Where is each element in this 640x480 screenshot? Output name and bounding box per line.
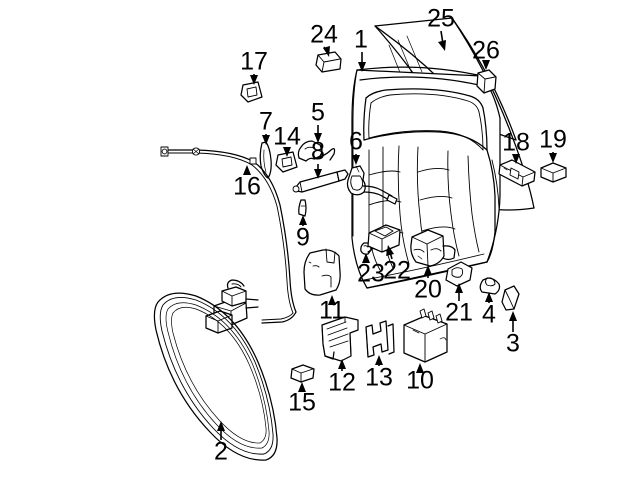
callout-hinge-bracket[interactable]: 5 bbox=[311, 98, 325, 127]
callout-small-cap[interactable]: 15 bbox=[288, 388, 316, 417]
part-weatherstrip-seal bbox=[153, 292, 278, 461]
part-wiring-harness bbox=[160, 146, 297, 324]
leader-lines bbox=[217, 30, 557, 440]
part-striker-bracket bbox=[303, 248, 341, 296]
callout-h-clip[interactable]: 13 bbox=[365, 363, 393, 392]
part-license-lamp bbox=[367, 224, 401, 253]
part-grommet bbox=[275, 151, 298, 173]
callout-license-lamp[interactable]: 22 bbox=[383, 256, 411, 285]
part-angled-clip bbox=[445, 261, 473, 287]
callout-gas-support-strut[interactable]: 8 bbox=[311, 137, 325, 166]
callout-push-pin[interactable]: 23 bbox=[357, 259, 385, 288]
part-finned-bracket bbox=[321, 316, 359, 362]
part-connector-block bbox=[205, 279, 259, 334]
callout-spacer-block[interactable]: 19 bbox=[539, 125, 567, 154]
callout-lock-housing[interactable]: 20 bbox=[414, 275, 442, 304]
part-round-bumper-stop bbox=[479, 277, 501, 295]
callout-striker-bracket[interactable]: 11 bbox=[319, 296, 345, 325]
part-h-clip bbox=[365, 320, 395, 358]
part-gas-support-strut bbox=[292, 169, 349, 193]
part-control-module bbox=[403, 308, 448, 363]
callout-glass-spacer[interactable]: 26 bbox=[472, 36, 500, 65]
callout-wedge-clip[interactable]: 3 bbox=[506, 329, 520, 358]
part-glass-spacer bbox=[476, 69, 497, 94]
part-wedge-clip bbox=[501, 285, 520, 311]
part-top-cap bbox=[315, 51, 342, 73]
callout-wiring-harness[interactable]: 16 bbox=[233, 172, 261, 201]
callout-pointed-clip[interactable]: 7 bbox=[259, 107, 273, 136]
callout-latch-assembly[interactable]: 6 bbox=[349, 127, 363, 156]
callout-top-cap[interactable]: 24 bbox=[310, 20, 338, 49]
callout-ball-stud[interactable]: 9 bbox=[296, 223, 310, 252]
part-ball-stud bbox=[298, 199, 307, 217]
part-spacer-block bbox=[540, 162, 567, 183]
part-small-cap bbox=[290, 364, 315, 383]
callout-long-bracket[interactable]: 18 bbox=[502, 128, 530, 157]
callout-weatherstrip-seal[interactable]: 2 bbox=[214, 437, 228, 466]
part-lock-housing bbox=[410, 229, 456, 267]
callout-grommet-upper[interactable]: 17 bbox=[240, 47, 268, 76]
callout-angled-clip[interactable]: 21 bbox=[445, 298, 473, 327]
callout-liftgate-glass[interactable]: 25 bbox=[427, 4, 455, 33]
callout-grommet[interactable]: 14 bbox=[273, 122, 301, 151]
callout-liftgate-panel[interactable]: 1 bbox=[354, 25, 368, 54]
part-hinge-bracket bbox=[297, 140, 336, 162]
part-long-bracket bbox=[498, 159, 536, 187]
part-latch-assembly bbox=[346, 165, 398, 205]
callout-finned-bracket[interactable]: 12 bbox=[328, 368, 356, 397]
callout-control-module[interactable]: 10 bbox=[406, 366, 434, 395]
part-grommet-upper bbox=[240, 81, 263, 103]
callout-round-bumper-stop[interactable]: 4 bbox=[482, 300, 496, 329]
